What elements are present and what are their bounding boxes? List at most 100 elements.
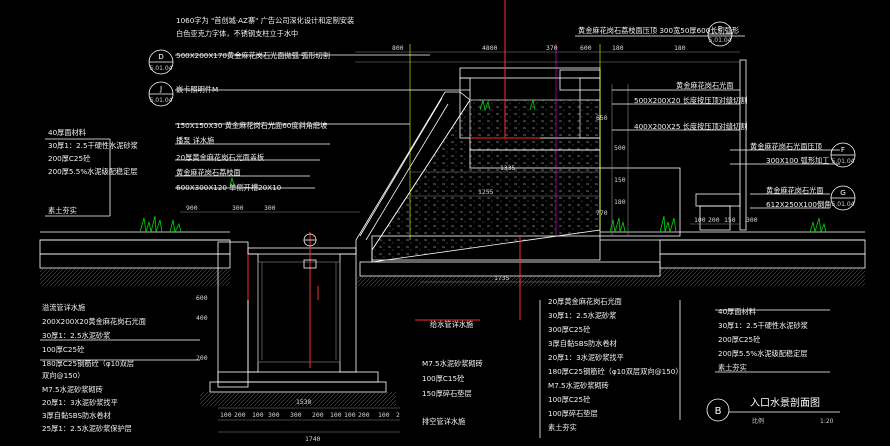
layer-note: 30厚1：2.5水泥砂浆 — [548, 311, 616, 320]
note: 612X250X100倒角 — [766, 200, 831, 209]
callout-sheet: 5.01.04 — [150, 97, 173, 104]
note: 300X100 弧形加工 — [766, 156, 829, 165]
dimension-text-mid: 1335 1255 1735 770 650 500 150 180 — [478, 114, 626, 282]
note: 150X150X30 黄金麻花岗石光面60度斜角磨坡 — [176, 121, 327, 130]
layers-left-top: 40厚面材料 30厚1：2.5干硬性水泥砂浆 200厚C25砼 200厚5.5%… — [48, 128, 138, 215]
dimension: 200 — [312, 411, 324, 419]
layer-note: 100厚C25砼 — [548, 395, 590, 404]
dimension: 180 — [612, 44, 624, 52]
layer-note: M7.5水泥砂浆砌砖 — [548, 381, 609, 390]
layer-note: 100厚碎石垫层 — [548, 409, 598, 418]
dimension: 1335 — [500, 164, 516, 172]
dimension: 180 — [674, 44, 686, 52]
layer-note: 200厚C25砼 — [718, 335, 760, 344]
dimension: 2 — [396, 411, 400, 419]
layer-note: 20厚1：3水泥砂浆找平 — [548, 353, 624, 362]
layer-note: 100厚C25砼 — [42, 345, 84, 354]
note: 黄金麻花岗石荔枝面压顶 300宽50厚600长切弧形 — [578, 26, 739, 35]
layer-note: 200X200X20黄金麻花岗石光面 — [42, 317, 146, 326]
dimension: 600 — [580, 44, 592, 52]
layer-note: 双向@150） — [42, 371, 84, 380]
note: 600X300X120 单侧开槽20X10 — [176, 183, 282, 192]
layer-note: 30厚1：2.5干硬性水泥砂浆 — [718, 321, 808, 330]
layer-note: 素土夯实 — [718, 363, 747, 372]
dimension: 300 — [232, 204, 244, 212]
dimension: 300 — [268, 411, 280, 419]
layer-note: 180厚C25钢筋砼（φ10双层 — [42, 359, 134, 368]
layer-note: 给水管详水施 — [430, 320, 473, 329]
section-mark: B — [715, 406, 722, 417]
layer-note: 素土夯实 — [48, 206, 77, 215]
dimension: 1740 — [305, 435, 321, 443]
layer-note: 200厚C25砼 — [48, 154, 90, 163]
layer-note: 30厚1：2.5干硬性水泥砂浆 — [48, 141, 138, 150]
layers-center: 给水管详水施 M7.5水泥砂浆砌砖 100厚C15砼 150厚碎石垫层 排空管详… — [422, 320, 483, 426]
dimension: 200 — [234, 411, 246, 419]
dimension: 1735 — [494, 274, 510, 282]
dimension: 200 — [196, 354, 208, 362]
note: 黄金麻花岗石光面压顶 — [750, 142, 822, 151]
note: 白色亚克力字体，不锈钢支柱立于水中 — [176, 29, 298, 38]
dimension: 100 — [694, 216, 706, 224]
note: 黄金麻花岗石荔枝面 — [176, 168, 241, 177]
dimension: 650 — [596, 114, 608, 122]
layers-right: 40厚面材料 30厚1：2.5干硬性水泥砂浆 200厚C25砼 200厚5.5%… — [718, 307, 808, 372]
callout-E: E 5.01.04 — [707, 21, 733, 47]
callout-D: D 5.01.04 — [148, 49, 174, 75]
callout-letter: G — [840, 188, 846, 197]
layer-note: 300厚C25砼 — [548, 325, 590, 334]
layer-note: 30厚1：2.5水泥砂浆 — [42, 331, 110, 340]
dimension: 180 — [614, 198, 626, 206]
callout-F: F 5.01.04 — [830, 142, 856, 168]
dimension: 150 — [724, 216, 736, 224]
callout-letter: E — [718, 24, 723, 33]
scale-label: 比例 — [752, 417, 764, 425]
layer-note: 100厚C15砼 — [422, 374, 464, 383]
callout-sheet: 5.01.04 — [709, 37, 732, 44]
scale-value: 1:20 — [820, 418, 834, 425]
dimension: 900 — [186, 204, 198, 212]
dimension: 100 — [378, 411, 390, 419]
note: 1060字为 "首创城·AZ寨" 广告公司深化设计和定制安装 — [176, 16, 354, 25]
dimension: 370 — [546, 44, 558, 52]
note: 播泵 详水施 — [176, 136, 214, 145]
callout-G: G 5.01.04 — [830, 185, 856, 211]
layer-note: 180厚C25钢筋砼（φ10双层双向@150） — [548, 367, 683, 376]
dimension: 150 — [614, 176, 626, 184]
dimension: 300 — [290, 411, 302, 419]
layer-note: 溢流管详水施 — [42, 303, 85, 312]
dimension: 1255 — [478, 188, 494, 196]
dimension: 4800 — [482, 44, 498, 52]
layer-note: 200厚5.5%水泥级配稳定层 — [718, 349, 807, 358]
notes-top-right: 黄金麻花岗石荔枝面压顶 300宽50厚600长切弧形 黄金麻花岗石光面 500X… — [578, 26, 831, 209]
layer-note: 3厚自黏SBS防水卷材 — [42, 411, 111, 420]
note: 500X200X20 长度按压顶对缝切割 — [634, 96, 747, 105]
layer-note: 20厚1：3水泥砂浆找平 — [42, 398, 118, 407]
note: 400X200X25 长度按压顶对缝切割 — [634, 122, 747, 131]
dimension: 600 — [196, 294, 208, 302]
dimension-text-top: 800 4800 370 600 180 180 — [392, 44, 686, 52]
note: 黄金麻花岗石光面 — [676, 81, 734, 90]
dimension: 770 — [596, 209, 608, 217]
callout-J: J 5.01.04 — [148, 81, 174, 107]
dimension: 100 — [252, 411, 264, 419]
pump-symbol — [303, 233, 317, 269]
layer-note: 200厚5.5%水泥级配稳定层 — [48, 167, 137, 176]
drawing-title: 入口水景剖面图 — [750, 396, 820, 409]
drawing-title-block: B 入口水景剖面图 比例 1:20 — [706, 396, 840, 425]
section-geometry — [39, 0, 866, 438]
layer-note: M7.5水泥砂浆砌砖 — [422, 359, 483, 368]
layers-center-right: 20厚黄金麻花岗石光面 30厚1：2.5水泥砂浆 300厚C25砼 3厚自黏SB… — [548, 297, 683, 432]
callout-sheet: 5.01.04 — [832, 158, 855, 165]
note: 嵌卡照明件M — [176, 85, 218, 94]
leader-lines — [40, 35, 840, 438]
note: 500X200X170黄金麻花岗石光面拋弧 弧形切割 — [176, 51, 330, 60]
dimension: 800 — [392, 44, 404, 52]
layer-note: 排空管详水施 — [422, 417, 465, 426]
planting-symbols — [139, 99, 827, 234]
layer-note: M7.5水泥砂浆砌砖 — [42, 385, 103, 394]
callout-letter: F — [841, 145, 845, 154]
callout-letter: J — [159, 84, 162, 93]
dimension: 300 — [264, 204, 276, 212]
dimension-lines — [180, 51, 740, 433]
